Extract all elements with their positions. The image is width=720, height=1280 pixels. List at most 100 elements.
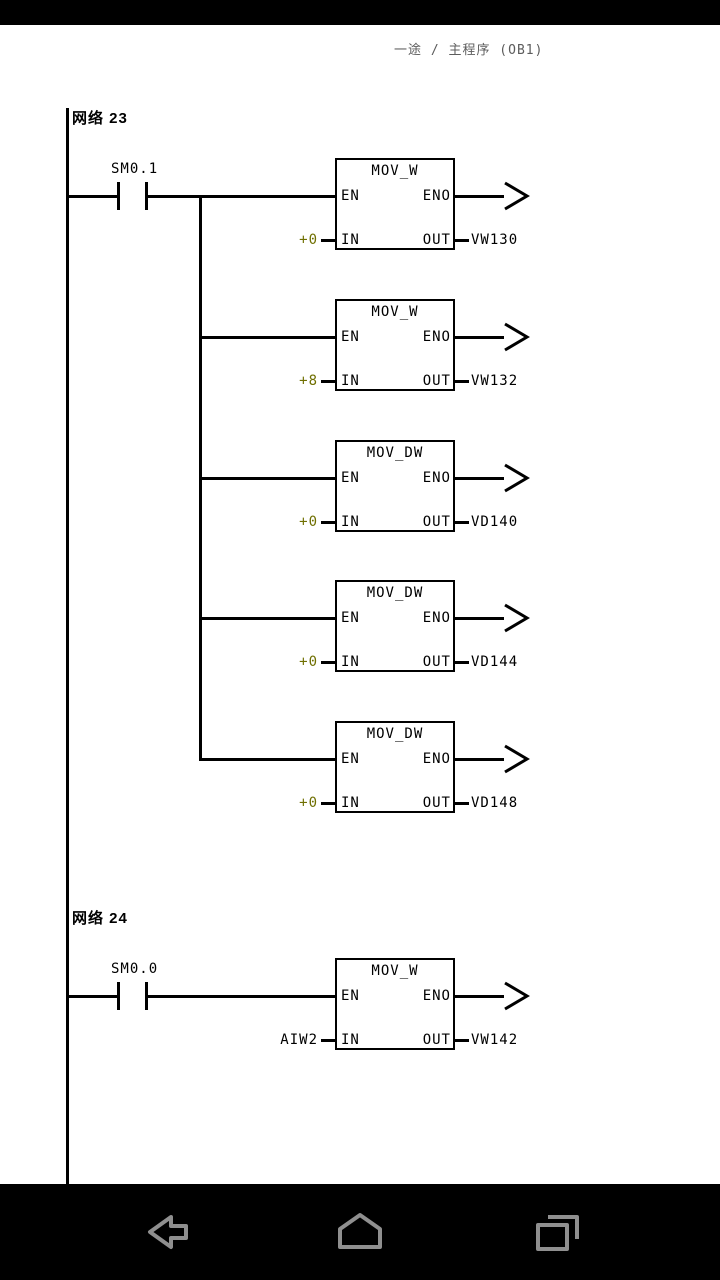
pin-label-eno: ENO [422, 188, 451, 204]
back-icon [148, 1215, 188, 1249]
block-title: MOV_DW [366, 726, 424, 742]
eno-wire [455, 477, 504, 480]
block-title: MOV_DW [366, 585, 424, 601]
pin-label-en: EN [341, 751, 360, 767]
pin-label-out: OUT [422, 1032, 451, 1048]
pin-label-out: OUT [422, 654, 451, 670]
out-operand[interactable]: VW132 [471, 373, 519, 389]
wire [199, 758, 335, 761]
wire [148, 995, 335, 998]
pin-stub [321, 802, 335, 805]
function-block[interactable] [335, 721, 455, 813]
pin-label-eno: ENO [422, 751, 451, 767]
contact-label: SM0.0 [111, 961, 159, 977]
app-header: 一途 / 主程序 (OB1) [0, 36, 720, 60]
eno-wire [455, 336, 504, 339]
pin-label-in: IN [341, 795, 360, 811]
pin-label-eno: ENO [422, 470, 451, 486]
pin-label-en: EN [341, 470, 360, 486]
pin-label-in: IN [341, 373, 360, 389]
eno-wire [455, 758, 504, 761]
function-block[interactable] [335, 158, 455, 250]
pin-label-en: EN [341, 988, 360, 1004]
wire [66, 995, 119, 998]
contact-bar [117, 182, 120, 210]
wire [199, 617, 335, 620]
contact-label: SM0.1 [111, 161, 159, 177]
wire [148, 195, 335, 198]
eno-wire [455, 617, 504, 620]
block-title: MOV_W [371, 163, 419, 179]
function-block[interactable] [335, 440, 455, 532]
pin-stub [321, 380, 335, 383]
back-button[interactable] [137, 1204, 193, 1260]
out-operand[interactable]: VD140 [471, 514, 519, 530]
continuation-arrow-icon [502, 603, 530, 633]
home-button[interactable] [332, 1204, 388, 1260]
continuation-arrow-icon [502, 322, 530, 352]
network-label: 网络 23 [72, 110, 128, 127]
continuation-arrow-icon [502, 981, 530, 1011]
continuation-arrow-icon [502, 463, 530, 493]
in-operand[interactable]: +0 [299, 795, 318, 811]
pin-label-in: IN [341, 654, 360, 670]
network-label: 网络 24 [72, 910, 128, 927]
home-icon [338, 1213, 382, 1249]
pin-label-eno: ENO [422, 329, 451, 345]
continuation-arrow-icon [502, 181, 530, 211]
block-title: MOV_DW [366, 445, 424, 461]
in-operand[interactable]: +0 [299, 232, 318, 248]
pin-stub [321, 661, 335, 664]
block-title: MOV_W [371, 963, 419, 979]
in-operand[interactable]: +0 [299, 514, 318, 530]
pin-label-en: EN [341, 329, 360, 345]
pin-stub [321, 1039, 335, 1042]
function-block[interactable] [335, 299, 455, 391]
recents-icon [536, 1215, 579, 1251]
pin-stub [455, 802, 469, 805]
pin-label-en: EN [341, 610, 360, 626]
wire [199, 477, 335, 480]
contact-SM[interactable] [113, 180, 151, 212]
pin-stub [455, 1039, 469, 1042]
navigation-bar [0, 1184, 720, 1280]
in-operand[interactable]: +0 [299, 654, 318, 670]
contact-bar [145, 982, 148, 1010]
pin-stub [321, 239, 335, 242]
out-operand[interactable]: VD148 [471, 795, 519, 811]
pin-stub [455, 521, 469, 524]
pin-stub [455, 380, 469, 383]
contact-bar [117, 982, 120, 1010]
wire [66, 195, 119, 198]
out-operand[interactable]: VW130 [471, 232, 519, 248]
pin-label-out: OUT [422, 373, 451, 389]
pin-label-out: OUT [422, 795, 451, 811]
pin-stub [455, 661, 469, 664]
pin-label-in: IN [341, 232, 360, 248]
pin-label-in: IN [341, 514, 360, 530]
function-block[interactable] [335, 580, 455, 672]
in-operand[interactable]: +8 [299, 373, 318, 389]
continuation-arrow-icon [502, 744, 530, 774]
pin-label-out: OUT [422, 232, 451, 248]
pin-label-eno: ENO [422, 988, 451, 1004]
power-rail [66, 108, 69, 1184]
pin-label-eno: ENO [422, 610, 451, 626]
pin-stub [455, 239, 469, 242]
out-operand[interactable]: VW142 [471, 1032, 519, 1048]
in-operand[interactable]: AIW2 [280, 1032, 318, 1048]
eno-wire [455, 195, 504, 198]
pin-label-out: OUT [422, 514, 451, 530]
block-title: MOV_W [371, 304, 419, 320]
function-block[interactable] [335, 958, 455, 1050]
contact-bar [145, 182, 148, 210]
out-operand[interactable]: VD144 [471, 654, 519, 670]
pin-label-en: EN [341, 188, 360, 204]
breadcrumb: 一途 / 主程序 (OB1) [394, 43, 544, 58]
contact-SM[interactable] [113, 980, 151, 1012]
recents-button[interactable] [529, 1204, 585, 1260]
pin-label-in: IN [341, 1032, 360, 1048]
wire [199, 336, 335, 339]
